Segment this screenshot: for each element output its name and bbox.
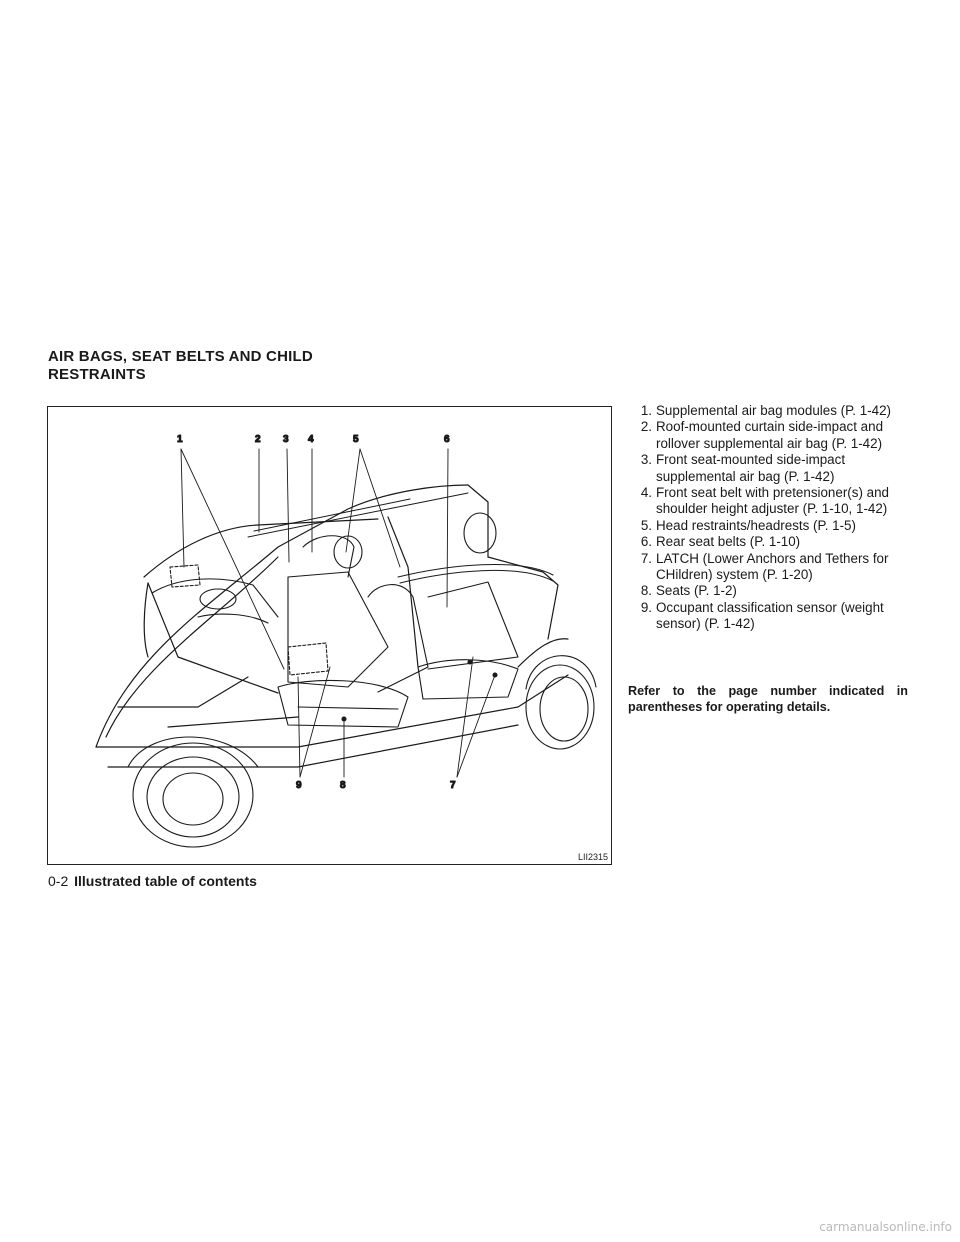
roof-curtain-air-bag (247, 492, 554, 584)
legend-item-9: 9.Occupant classification sensor (weight… (628, 600, 908, 633)
operating-details-note: Refer to the page number indicated in pa… (628, 684, 908, 714)
legend-text: Occupant classification sensor (weight s… (656, 599, 884, 632)
legend-number: 2. (640, 419, 652, 435)
legend-item-6: 6.Rear seat belts (P. 1-10) (628, 534, 908, 550)
vehicle-interior-illustration: 1 2 3 4 5 6 7 8 9 (47, 406, 612, 865)
section-title-line-2: RESTRAINTS (48, 366, 146, 383)
section-title: AIR BAGS, SEAT BELTS AND CHILD RESTRAINT… (48, 348, 313, 384)
front-seat (277, 535, 409, 728)
callout-2: 2 (255, 434, 261, 445)
rear-wheel (525, 655, 597, 750)
legend-item-1: 1. Supplemental air bag modules (P. 1-42) (628, 403, 908, 419)
callout-7: 7 (450, 780, 456, 791)
footer-title: Illustrated table of contents (74, 873, 257, 889)
legend-number: 1. (640, 403, 652, 418)
legend-number: 7. (640, 550, 652, 566)
legend-number: 5. (640, 517, 652, 533)
legend-item-7: 7.LATCH (Lower Anchors and Tethers for C… (628, 551, 908, 584)
legend-text: Front seat-mounted side-impact supplemen… (656, 452, 846, 484)
legend-item-8: 8.Seats (P. 1-2) (628, 583, 908, 599)
legend-number: 6. (640, 534, 652, 550)
legend-item-3: 3.Front seat-mounted side-impact supplem… (628, 452, 908, 485)
legend-number: 4. (640, 485, 652, 501)
car-body (95, 484, 569, 768)
air-bag-module-marks (169, 564, 329, 676)
callout-6: 6 (444, 434, 450, 445)
legend-text: Head restraints/headrests (P. 1-5) (656, 517, 856, 533)
page-number: 0-2 (48, 873, 69, 889)
callout-8: 8 (340, 780, 346, 791)
callout-3: 3 (283, 434, 289, 445)
legend-text: Seats (P. 1-2) (656, 583, 737, 599)
legend-text: Roof-mounted curtain side-impact and rol… (656, 419, 884, 451)
leader-lines (180, 448, 496, 778)
figure-code: LII2315 (577, 852, 608, 862)
section-title-line-1: AIR BAGS, SEAT BELTS AND CHILD (48, 348, 313, 365)
legend-number: 8. (640, 583, 652, 599)
legend-number: 3. (640, 452, 652, 468)
legend-item-4: 4.Front seat belt with pretensioner(s) a… (628, 485, 908, 518)
rear-seat (341, 512, 519, 722)
legend-text: Supplemental air bag modules (P. 1-42) (656, 403, 891, 418)
legend-list: 1. Supplemental air bag modules (P. 1-42)… (628, 403, 908, 633)
front-wheel (127, 736, 259, 848)
legend-item-5: 5.Head restraints/headrests (P. 1-5) (628, 518, 908, 534)
legend-text: Rear seat belts (P. 1-10) (656, 534, 801, 550)
legend-item-2: 2.Roof-mounted curtain side-impact and r… (628, 419, 908, 452)
legend-text: Front seat belt with pretensioner(s) and… (656, 485, 889, 517)
callout-9: 9 (296, 780, 302, 791)
legend-text: LATCH (Lower Anchors and Tethers for CHi… (656, 550, 889, 583)
legend-number: 9. (640, 599, 652, 615)
watermark: carmanualsonline.info (819, 1220, 952, 1234)
car-interior-drawing: 1 2 3 4 5 6 7 8 9 (95, 433, 597, 848)
page-footer: 0-2 Illustrated table of contents (48, 872, 257, 890)
callout-4: 4 (308, 434, 314, 445)
callout-1: 1 (177, 434, 183, 445)
callout-5: 5 (353, 434, 359, 445)
dashboard (151, 564, 329, 676)
